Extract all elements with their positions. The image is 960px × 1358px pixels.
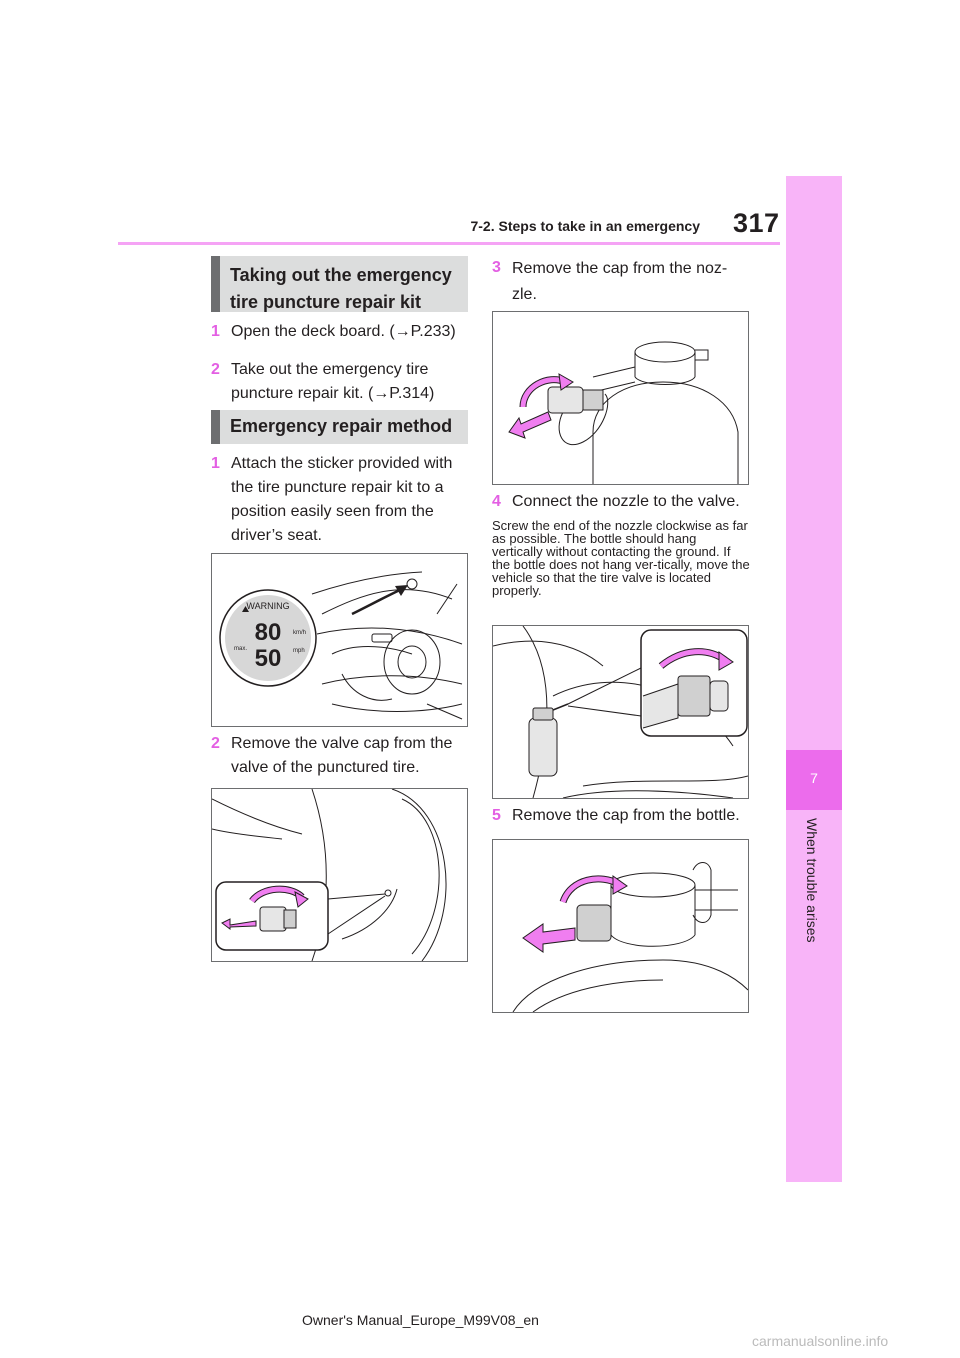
- step-text: Remove the valve cap from the valve of t…: [231, 735, 453, 776]
- figure-nozzle-cap: [492, 311, 749, 485]
- step-text: Connect the nozzle to the valve.: [512, 493, 740, 510]
- step-number: 1: [211, 455, 220, 472]
- step-number: 5: [492, 807, 501, 824]
- step-number: 2: [211, 361, 220, 378]
- sticker-unit-mph: mph: [293, 648, 305, 654]
- figure-valve-cap: [211, 788, 468, 962]
- step-number: 2: [211, 735, 220, 752]
- page-number: 317: [733, 208, 780, 238]
- step-text: Take out the emergency tire puncture rep…: [231, 361, 435, 402]
- sticker-speed-mph: 50: [255, 645, 282, 672]
- chapter-number-box: [786, 750, 842, 810]
- sticker-speed-kmh: 80: [255, 619, 282, 646]
- step-4-note: Screw the end of the nozzle clockwise as…: [492, 518, 750, 598]
- warning-sticker: WARNING 80 50 km/h mph max.: [219, 589, 317, 687]
- chapter-side-tab: [786, 176, 842, 1182]
- step-number: 1: [211, 323, 220, 340]
- step-text: Open the deck board. (→P.233): [231, 323, 456, 340]
- figure-bottle-cap: [492, 839, 749, 1013]
- step-taking-out-2: 2 Take out the emergency tire puncture r…: [211, 358, 468, 406]
- step-repair-5: 5 Remove the cap from the bottle.: [492, 804, 752, 828]
- chapter-title: When trouble arises: [804, 818, 820, 943]
- sticker-max-label: max.: [234, 646, 247, 652]
- section-heading-taking-out: Taking out the emergency tire puncture r…: [211, 256, 468, 312]
- step-text: Remove the cap from the noz-zle.: [512, 260, 728, 303]
- watermark: carmanualsonline.info: [752, 1333, 889, 1349]
- sticker-unit-kmh: km/h: [293, 630, 306, 636]
- header-rule: [118, 242, 780, 245]
- sticker-warning-label: WARNING: [246, 601, 289, 611]
- step-repair-2: 2 Remove the valve cap from the valve of…: [211, 732, 468, 780]
- footer-manual-name: Owner's Manual_Europe_M99V08_en: [302, 1312, 539, 1328]
- figure-nozzle-valve: [492, 625, 749, 799]
- step-taking-out-1: 1 Open the deck board. (→P.233): [211, 320, 468, 344]
- step-number: 4: [492, 493, 501, 510]
- section-header-title: 7-2. Steps to take in an emergency: [470, 218, 700, 234]
- chapter-number: 7: [810, 770, 818, 786]
- section-heading-repair-method: Emergency repair method: [211, 410, 468, 444]
- step-repair-3: 3 Remove the cap from the noz-zle.: [492, 256, 749, 308]
- step-repair-4: 4 Connect the nozzle to the valve.: [492, 490, 752, 514]
- step-text: Remove the cap from the bottle.: [512, 807, 740, 824]
- step-text: Attach the sticker provided with the tir…: [231, 455, 453, 544]
- step-number: 3: [492, 259, 501, 276]
- step-repair-1: 1 Attach the sticker provided with the t…: [211, 452, 468, 548]
- figure-sticker-dashboard: WARNING 80 50 km/h mph max.: [211, 553, 468, 727]
